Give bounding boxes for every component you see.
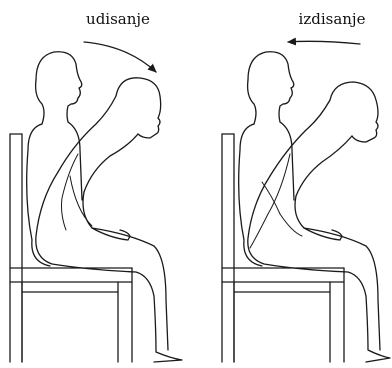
panel-exhale: izdisanje <box>222 10 390 362</box>
chair-right <box>222 134 344 362</box>
arrow-right-icon <box>84 42 156 72</box>
panel-exhale-label: izdisanje <box>299 10 366 28</box>
figure-upright <box>239 52 294 266</box>
arrow-left-icon <box>288 41 360 44</box>
panel-inhale: udisanje <box>10 10 182 362</box>
figure-leaning <box>36 78 182 362</box>
figure-slumped <box>248 82 390 362</box>
figure-upright <box>27 52 82 266</box>
panel-inhale-label: udisanje <box>86 10 150 28</box>
